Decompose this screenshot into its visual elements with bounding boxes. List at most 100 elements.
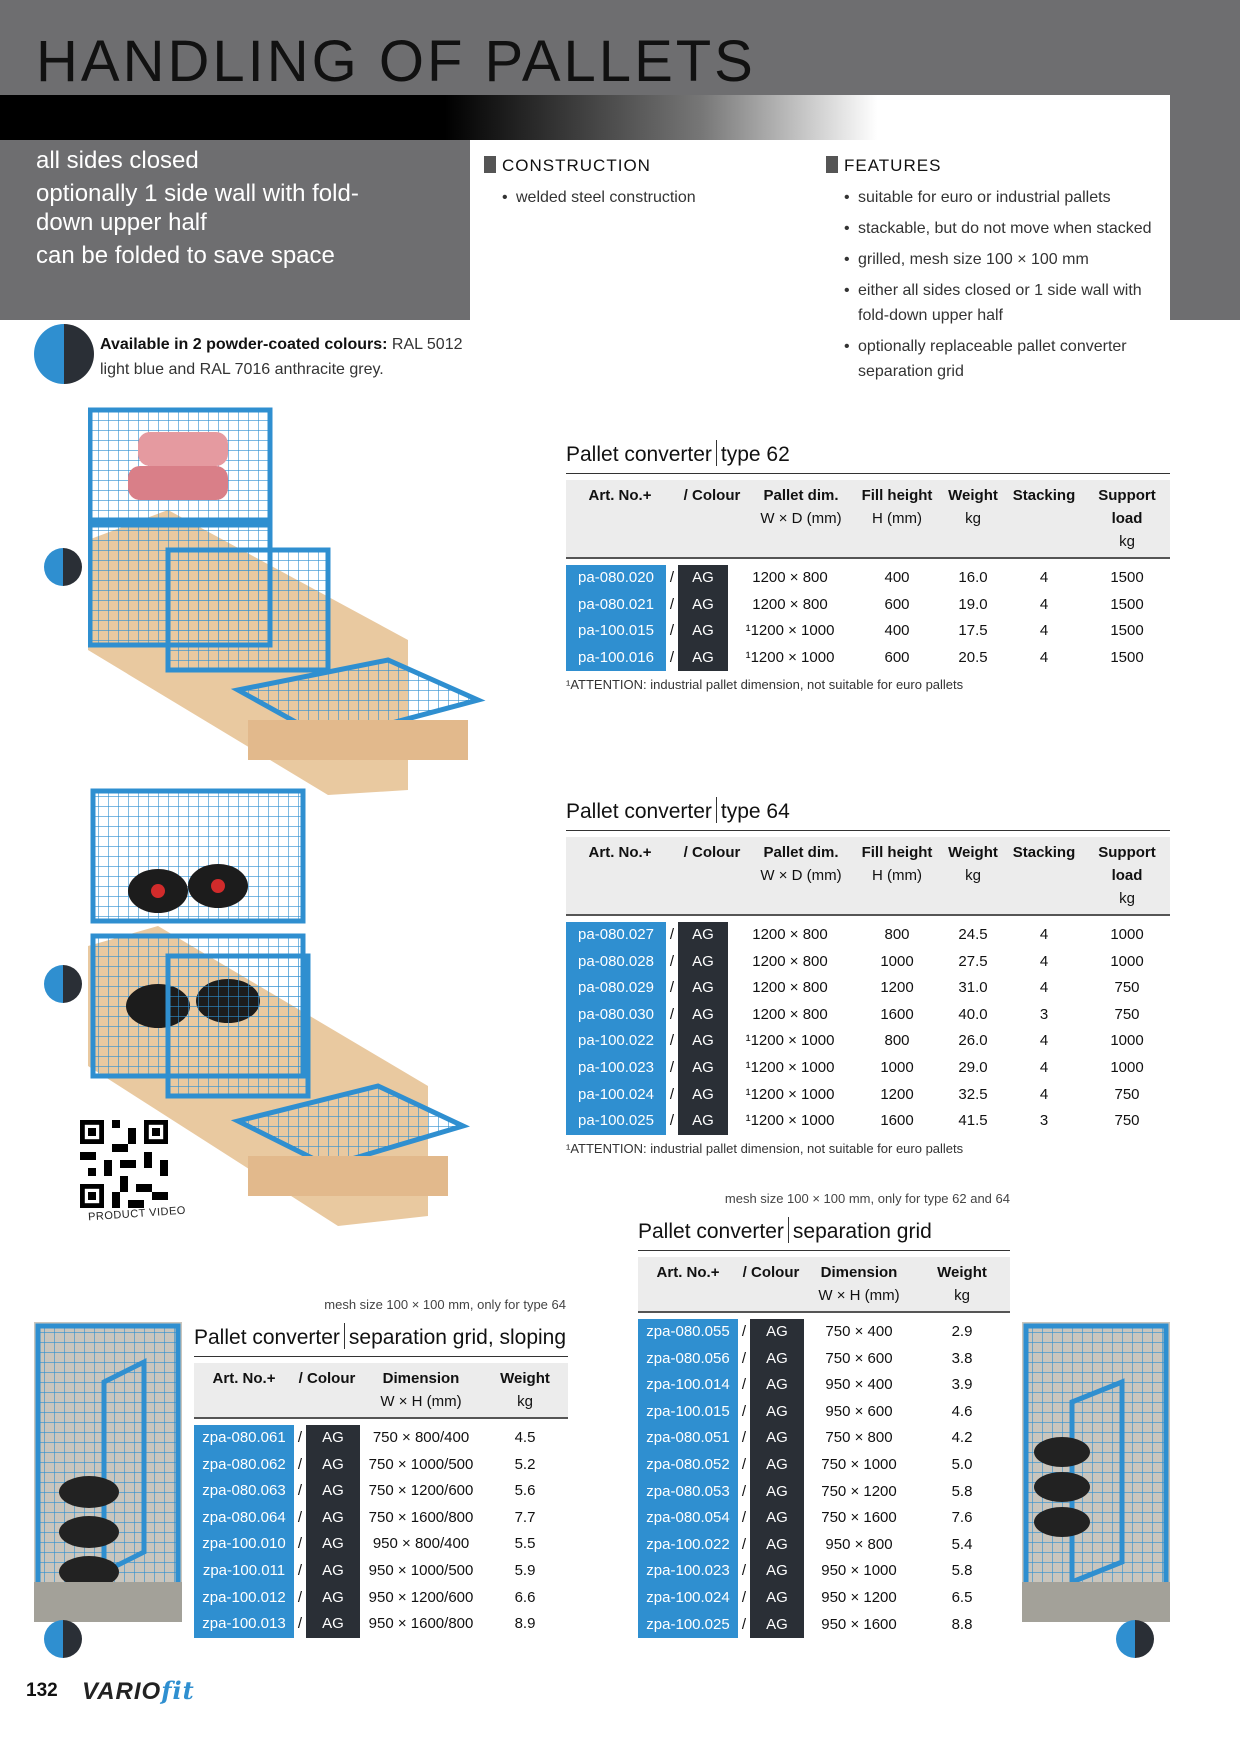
fill-height-cell: 1000 bbox=[880, 952, 914, 970]
dimension-cell: 750 × 1200 bbox=[821, 1482, 897, 1500]
article-number-cell: zpa-100.014 bbox=[638, 1372, 738, 1399]
article-number-cell: zpa-100.022 bbox=[638, 1531, 738, 1559]
weight-cell: 5.4 bbox=[951, 1535, 973, 1553]
stacking-cell: 4 bbox=[1039, 926, 1049, 943]
weight-cell: 5.5 bbox=[514, 1535, 536, 1553]
weight-cell: 2.9 bbox=[951, 1323, 973, 1340]
separator-cell: / bbox=[297, 1615, 303, 1633]
stacking-cell: 3 bbox=[1039, 1005, 1049, 1023]
pallet-dim-cell: 1200 × 800 bbox=[752, 1005, 828, 1023]
pallet-dim-cell: ¹1200 × 1000 bbox=[745, 1112, 835, 1130]
separator-cell: / bbox=[741, 1429, 747, 1447]
brand-logo: VARIOfit bbox=[82, 1676, 195, 1705]
mesh-note: mesh size 100 × 100 mm, only for type 64 bbox=[324, 1297, 566, 1312]
colour-info: Available in 2 powder-coated colours: RA… bbox=[100, 336, 463, 378]
weight-cell: 26.0 bbox=[958, 1032, 988, 1050]
list-item: stackable, but do not move when stacked bbox=[844, 216, 1154, 241]
dimension-cell: 950 × 800/400 bbox=[372, 1535, 470, 1553]
weight-cell: 5.8 bbox=[951, 1562, 973, 1580]
stacking-cell: 4 bbox=[1039, 569, 1049, 586]
stacking-cell: 4 bbox=[1039, 952, 1049, 970]
article-number-cell: pa-100.024 bbox=[566, 1081, 666, 1109]
fill-height-cell: 600 bbox=[884, 648, 910, 666]
weight-cell: 27.5 bbox=[958, 952, 988, 970]
article-number-cell: zpa-100.025 bbox=[638, 1611, 738, 1639]
dimension-cell: 950 × 1000 bbox=[821, 1562, 897, 1580]
weight-cell: 8.8 bbox=[951, 1615, 973, 1633]
footnote: ¹ATTENTION: industrial pallet dimension,… bbox=[566, 1140, 964, 1156]
separator-cell: / bbox=[297, 1535, 303, 1553]
separator-cell: / bbox=[669, 1058, 675, 1076]
colour-cell: AG bbox=[306, 1478, 360, 1505]
article-number-cell: zpa-080.061 bbox=[194, 1425, 294, 1452]
page-title: HANDLING OF PALLETS bbox=[36, 29, 756, 94]
separator-cell: / bbox=[741, 1323, 747, 1340]
pallet-dim-cell: 1200 × 800 bbox=[752, 595, 828, 613]
article-number-cell: pa-100.015 bbox=[566, 618, 666, 645]
article-number-cell: pa-080.029 bbox=[566, 975, 666, 1002]
article-number-cell: zpa-100.012 bbox=[194, 1584, 294, 1612]
support-load-cell: 1500 bbox=[1110, 569, 1144, 586]
construction-list: welded steel construction bbox=[502, 185, 802, 216]
fill-height-cell: 1200 bbox=[880, 979, 914, 997]
product-photo-type62 bbox=[88, 400, 488, 795]
article-number-cell: zpa-080.062 bbox=[194, 1451, 294, 1479]
colour-cell: AG bbox=[750, 1531, 804, 1559]
fill-height-cell: 800 bbox=[884, 1032, 910, 1050]
colour-cell: AG bbox=[678, 565, 728, 592]
colour-cell: AG bbox=[678, 591, 728, 619]
product-photo-sloping-grid bbox=[34, 1322, 182, 1622]
square-marker-icon bbox=[484, 156, 496, 173]
separator-cell: / bbox=[669, 648, 675, 666]
article-number-cell: zpa-100.015 bbox=[638, 1398, 738, 1426]
dimension-cell: 950 × 800 bbox=[825, 1535, 893, 1553]
support-load-cell: 1500 bbox=[1110, 622, 1144, 640]
pallet-dim-cell: 1200 × 800 bbox=[752, 926, 828, 943]
separator-cell: / bbox=[669, 1032, 675, 1050]
weight-cell: 5.0 bbox=[951, 1455, 973, 1473]
qr-code-icon[interactable] bbox=[80, 1120, 168, 1208]
dimension-cell: 750 × 800 bbox=[825, 1429, 893, 1447]
fill-height-cell: 1600 bbox=[880, 1112, 914, 1130]
colour-cell: AG bbox=[678, 644, 728, 672]
separator-cell: / bbox=[297, 1429, 303, 1446]
colour-cell: AG bbox=[306, 1425, 360, 1452]
weight-cell: 5.2 bbox=[514, 1455, 536, 1473]
support-load-cell: 750 bbox=[1114, 1005, 1140, 1023]
colour-cell: AG bbox=[678, 948, 728, 976]
weight-cell: 24.5 bbox=[958, 926, 988, 943]
fill-height-cell: 400 bbox=[884, 569, 910, 586]
article-number-cell: zpa-100.013 bbox=[194, 1611, 294, 1638]
colour-cell: AG bbox=[750, 1584, 804, 1612]
weight-cell: 5.8 bbox=[951, 1482, 973, 1500]
article-number-cell: zpa-100.024 bbox=[638, 1584, 738, 1612]
separator-cell: / bbox=[297, 1482, 303, 1500]
separator-cell: / bbox=[741, 1588, 747, 1606]
colour-cell: AG bbox=[750, 1398, 804, 1426]
dimension-cell: 750 × 1600 bbox=[821, 1509, 897, 1527]
article-number-cell: pa-100.023 bbox=[566, 1054, 666, 1082]
dimension-cell: 950 × 400 bbox=[825, 1376, 893, 1394]
construction-heading: CONSTRUCTION bbox=[484, 156, 651, 176]
article-number-cell: zpa-080.064 bbox=[194, 1504, 294, 1532]
dimension-cell: 750 × 1200/600 bbox=[368, 1482, 474, 1500]
separator-cell: / bbox=[741, 1455, 747, 1473]
separator-cell: / bbox=[669, 926, 675, 943]
separator-cell: / bbox=[741, 1562, 747, 1580]
article-number-cell: pa-100.016 bbox=[566, 644, 666, 672]
article-number-cell: pa-080.030 bbox=[566, 1001, 666, 1029]
dimension-cell: 750 × 1600/800 bbox=[368, 1508, 474, 1526]
pallet-dim-cell: ¹1200 × 1000 bbox=[745, 622, 835, 640]
